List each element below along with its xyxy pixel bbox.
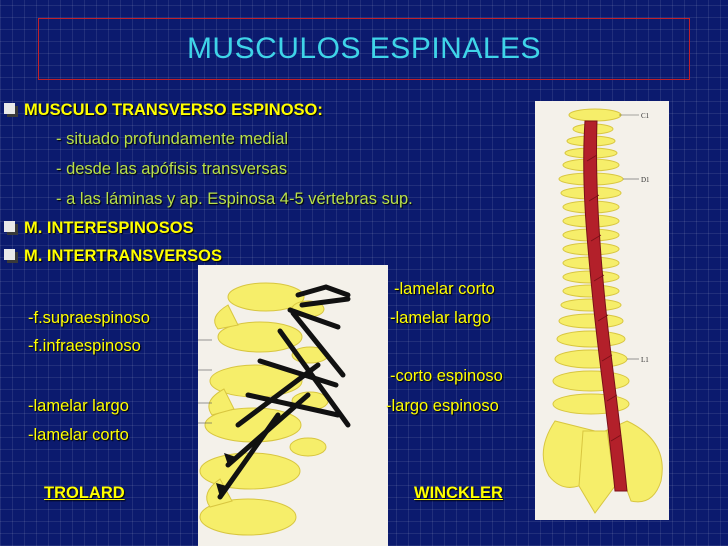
label-lamelar-corto: -lamelar corto: [394, 280, 495, 298]
label-l1: L1: [641, 356, 649, 364]
label-lamelar-corto-left: -lamelar corto: [28, 426, 129, 444]
bullet-intertransversos: M. INTERTRANSVERSOS: [24, 247, 223, 265]
sub-item: - desde las apófisis transversas: [56, 160, 288, 178]
label-corto-espinoso: -corto espinoso: [390, 367, 503, 385]
label-lamelar-largo: -lamelar largo: [390, 309, 491, 327]
label-d1: D1: [641, 176, 650, 184]
bullet-square-icon: [4, 103, 18, 117]
label-largo-espinoso: -largo espinoso: [386, 397, 499, 415]
label-lamelar-largo-left: -lamelar largo: [28, 397, 129, 415]
slide-title: MUSCULOS ESPINALES: [186, 32, 542, 65]
sub-item: - situado profundamente medial: [56, 130, 289, 148]
bullet-suffix: :: [317, 101, 323, 119]
bullet-square-icon: [4, 221, 18, 235]
trolard-spine-illustration: [198, 265, 388, 546]
bullet-transverso-espinoso: MUSCULO TRANSVERSO ESPINOSO:: [24, 101, 323, 120]
sub-item: - a las láminas y ap. Espinosa 4-5 vérte…: [56, 190, 413, 208]
caption-winckler: WINCKLER: [414, 484, 503, 502]
winckler-spine-illustration: C1 D1 L1: [535, 101, 669, 520]
label-f-supraespinoso: -f.supraespinoso: [28, 309, 150, 327]
label-f-infraespinoso: -f.infraespinoso: [28, 337, 141, 355]
label-c1: C1: [641, 112, 650, 120]
bullet-square-icon: [4, 249, 18, 263]
caption-trolard: TROLARD: [44, 484, 125, 502]
title-box: MUSCULOS ESPINALES: [38, 18, 690, 80]
bullet-label: MUSCULO TRANSVERSO ESPINOSO: [24, 101, 318, 119]
bullet-interespinosos: M. INTERESPINOSOS: [24, 219, 194, 237]
